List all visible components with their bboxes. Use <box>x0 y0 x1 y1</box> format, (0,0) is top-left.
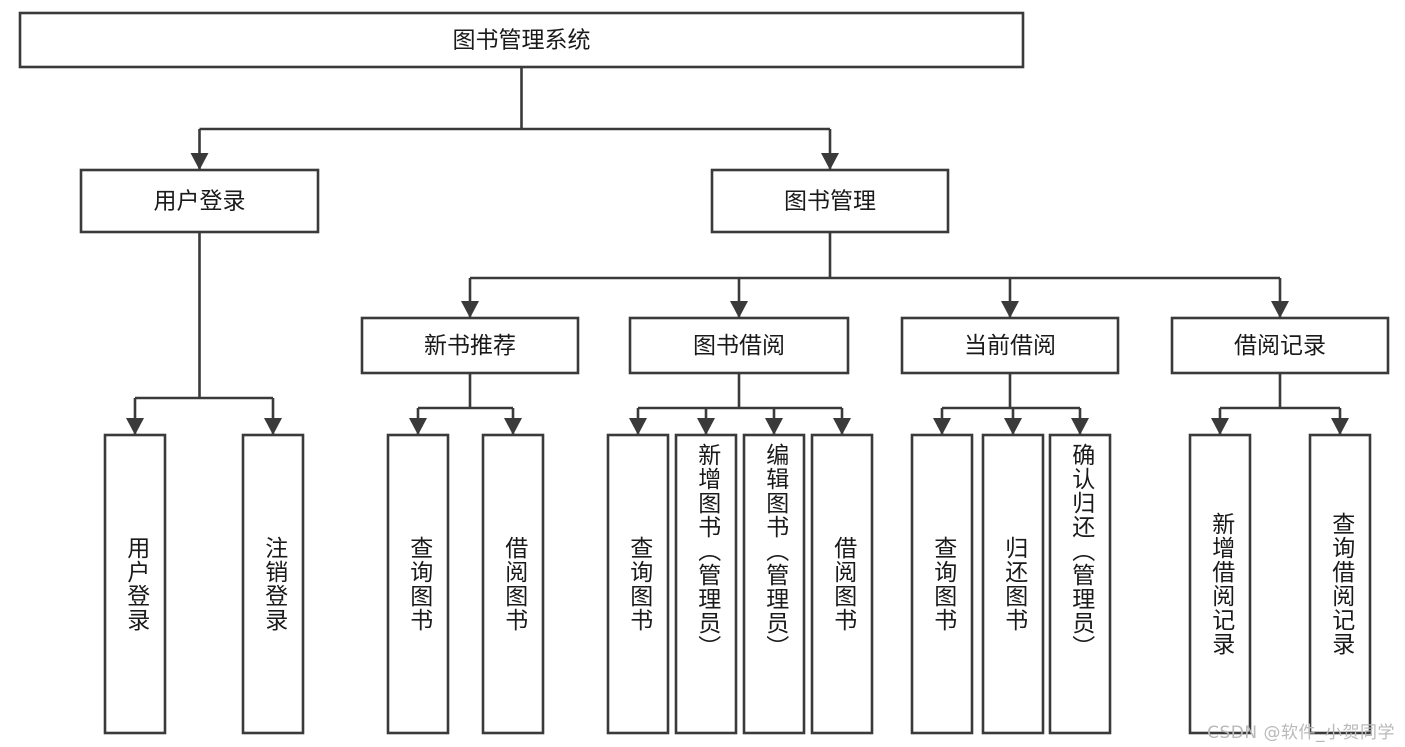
boxes-layer <box>18 11 1390 735</box>
arrow-head-icon <box>1211 418 1229 435</box>
arrow-head-icon <box>1004 418 1022 435</box>
arrow-head-icon <box>629 418 647 435</box>
arrow-head-icon <box>1071 418 1089 435</box>
arrow-head-icon <box>1331 418 1349 435</box>
arrow-head-icon <box>697 418 715 435</box>
node-box-leaf-4 <box>606 433 670 735</box>
arrow-head-icon <box>765 418 783 435</box>
node-box-leaf-8 <box>910 433 974 735</box>
node-box-leaf-2 <box>386 433 450 735</box>
arrow-head-icon <box>409 418 427 435</box>
node-box-leaf-12 <box>1308 433 1372 735</box>
arrow-head-icon <box>126 418 144 435</box>
connectors-layer <box>126 67 1349 435</box>
node-label-level3-2: 当前借阅 <box>964 333 1056 359</box>
node-box-level2-0 <box>79 168 320 234</box>
node-box-leaf-0 <box>103 433 167 735</box>
node-box-level3-0 <box>360 316 580 375</box>
node-box-level3-1 <box>628 316 850 375</box>
node-box-level3-3 <box>1170 316 1390 375</box>
node-box-leaf-7 <box>810 433 874 735</box>
node-box-leaf-1 <box>241 433 305 735</box>
node-box-leaf-3 <box>481 433 545 735</box>
node-box-level3-2 <box>900 316 1120 375</box>
node-label-level3-3: 借阅记录 <box>1234 333 1326 359</box>
watermark: CSDN @软件_小贺同学 <box>1207 723 1395 743</box>
arrow-head-icon <box>730 301 748 318</box>
node-label-level3-0: 新书推荐 <box>424 333 516 359</box>
node-label-level2-0: 用户登录 <box>154 189 246 215</box>
arrow-head-icon <box>821 153 839 170</box>
arrow-head-icon <box>190 153 209 170</box>
node-box-level2-1 <box>710 168 950 234</box>
node-label-level2-1: 图书管理 <box>784 189 876 215</box>
node-label-level3-1: 图书借阅 <box>693 333 785 359</box>
arrow-head-icon <box>504 418 522 435</box>
arrow-head-icon <box>1001 301 1019 318</box>
arrow-head-icon <box>461 301 479 318</box>
node-label-root: 图书管理系统 <box>453 28 591 54</box>
arrow-head-icon <box>933 418 951 435</box>
node-box-leaf-5 <box>674 433 738 735</box>
arrow-head-icon <box>833 418 851 435</box>
node-box-root <box>18 11 1025 69</box>
arrow-head-icon <box>1271 301 1289 318</box>
node-box-leaf-10 <box>1048 433 1112 735</box>
node-box-leaf-9 <box>981 433 1045 735</box>
node-box-leaf-11 <box>1188 433 1252 735</box>
node-box-leaf-6 <box>742 433 806 735</box>
arrow-head-icon <box>264 418 282 435</box>
